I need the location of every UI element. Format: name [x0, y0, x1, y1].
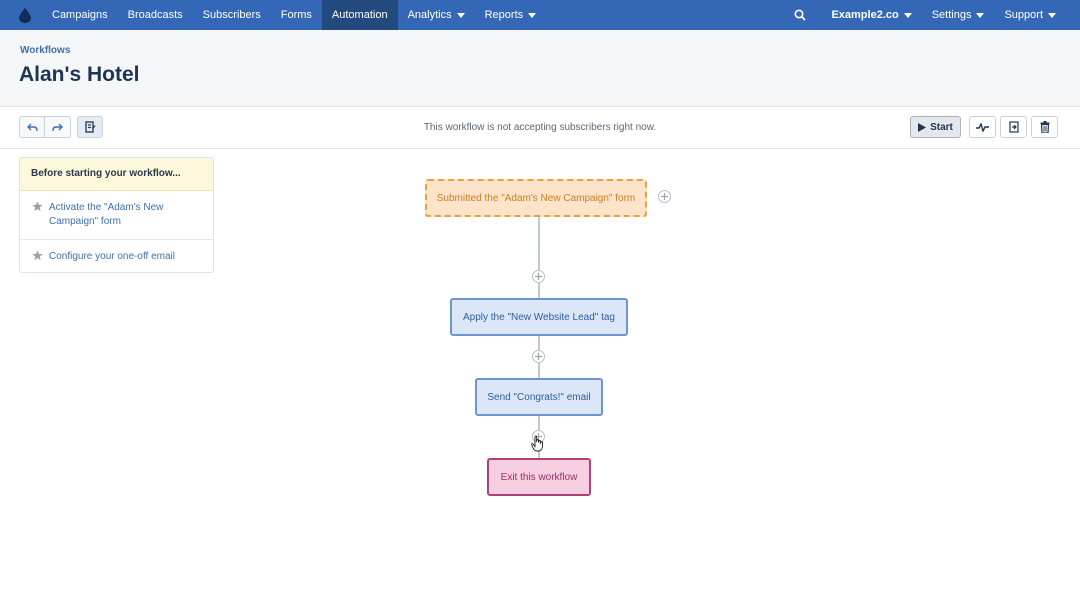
add-step-plus-icon[interactable] [658, 190, 671, 203]
page-header: Workflows Alan's Hotel [0, 30, 1080, 107]
exit-workflow-node[interactable]: Exit this workflow [487, 458, 591, 496]
drop-logo-icon[interactable] [8, 0, 42, 30]
undo-button[interactable] [19, 116, 45, 138]
checklist-item[interactable]: Activate the "Adam's New Campaign" form [20, 191, 213, 240]
notes-icon [84, 121, 95, 133]
chevron-down-icon [1048, 12, 1056, 18]
nav-analytics[interactable]: Analytics [398, 0, 475, 30]
workflow-toolbar: This workflow is not accepting subscribe… [0, 107, 1080, 149]
chevron-down-icon [528, 12, 537, 18]
support-menu[interactable]: Support [994, 0, 1066, 30]
export-icon [1008, 121, 1019, 133]
top-nav: Campaigns Broadcasts Subscribers Forms A… [0, 0, 1080, 30]
connector-line [538, 217, 540, 298]
support-label: Support [1004, 9, 1043, 21]
workflow-actions: Start [910, 116, 1058, 138]
activity-icon [976, 122, 989, 132]
start-button-label: Start [930, 121, 953, 133]
checklist-item-label: Activate the "Adam's New Campaign" form [49, 202, 164, 227]
notes-button[interactable] [77, 116, 103, 138]
nav-subscribers[interactable]: Subscribers [202, 9, 261, 21]
apply-tag-node[interactable]: Apply the "New Website Lead" tag [450, 298, 628, 336]
page-title: Alan's Hotel [19, 63, 140, 86]
activity-button[interactable] [969, 116, 996, 138]
nav-analytics-label: Analytics [407, 9, 452, 21]
checklist-heading: Before starting your workflow... [20, 158, 213, 191]
add-step-plus-icon[interactable] [532, 270, 545, 283]
export-button[interactable] [1000, 116, 1027, 138]
chevron-down-icon [976, 12, 985, 18]
nav-broadcasts[interactable]: Broadcasts [127, 9, 183, 21]
send-email-node[interactable]: Send "Congrats!" email [475, 378, 603, 416]
star-icon [32, 201, 43, 212]
nav-forms[interactable]: Forms [280, 9, 312, 21]
account-menu[interactable]: Example2.co [821, 0, 921, 30]
add-step-plus-icon[interactable] [532, 350, 545, 363]
search-icon[interactable] [785, 0, 815, 30]
checklist-item-label: Configure your one-off email [49, 251, 175, 262]
undo-icon [26, 123, 38, 131]
star-icon [32, 250, 43, 261]
nav-reports-label: Reports [484, 9, 524, 21]
pre-start-checklist: Before starting your workflow... Activat… [19, 157, 214, 273]
nav-campaigns[interactable]: Campaigns [52, 9, 108, 21]
settings-label: Settings [931, 9, 972, 21]
history-buttons [19, 116, 103, 138]
nav-right: Example2.co Settings Support [785, 0, 1066, 30]
redo-icon [52, 123, 63, 131]
settings-menu[interactable]: Settings [922, 0, 995, 30]
nav-reports[interactable]: Reports [475, 0, 547, 30]
trash-icon [1040, 121, 1049, 133]
breadcrumb[interactable]: Workflows [20, 45, 71, 56]
trigger-node[interactable]: Submitted the "Adam's New Campaign" form [425, 179, 647, 217]
checklist-item[interactable]: Configure your one-off email [20, 240, 213, 274]
chevron-down-icon [903, 12, 912, 18]
chevron-down-icon [456, 12, 465, 18]
nav-automation[interactable]: Automation [321, 0, 398, 30]
play-icon [918, 122, 927, 132]
workflow-status-text: This workflow is not accepting subscribe… [423, 122, 657, 133]
hand-cursor-icon [531, 435, 543, 452]
delete-button[interactable] [1031, 116, 1058, 138]
redo-button[interactable] [45, 116, 71, 138]
account-name: Example2.co [831, 9, 899, 21]
start-button[interactable]: Start [910, 116, 961, 138]
